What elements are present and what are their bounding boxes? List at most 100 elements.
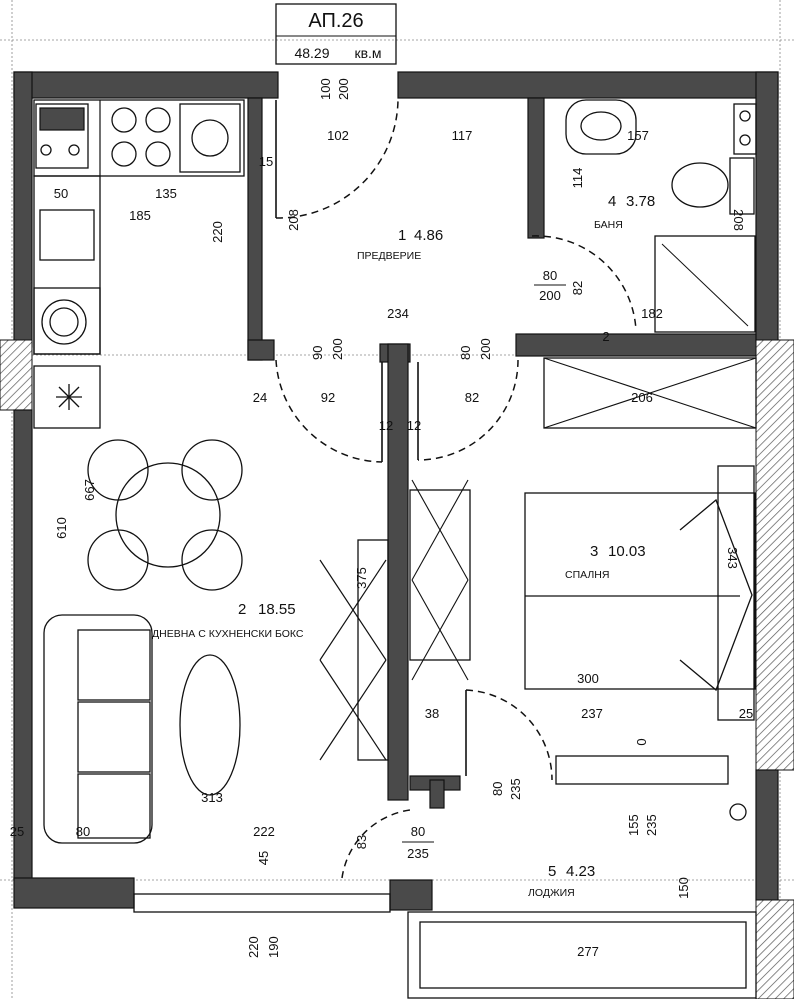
dimension-label: 237 xyxy=(581,706,603,721)
dimension-label: 206 xyxy=(631,390,653,405)
door-label-bathroom: 80 200 xyxy=(534,268,566,303)
room-number: 4 xyxy=(608,193,616,210)
dimension-label: 182 xyxy=(641,306,663,321)
door-label-living: 90 200 xyxy=(310,338,345,360)
room-area: 4.23 xyxy=(566,863,595,880)
window-label-bedroom: 155 235 xyxy=(626,814,659,836)
door-label-entrance: 100 200 xyxy=(318,78,351,100)
dimension-label: 135 xyxy=(155,186,177,201)
dimension-label: 313 xyxy=(201,790,223,805)
door-width: 90 xyxy=(310,346,325,360)
bedroom-closet xyxy=(409,479,471,681)
dimension-label: 222 xyxy=(253,824,275,839)
bed xyxy=(524,465,756,721)
dimension-label: 102 xyxy=(327,128,349,143)
wardrobe xyxy=(543,357,757,429)
dining-table xyxy=(87,439,243,591)
door-width: 80 xyxy=(543,268,557,283)
apartment-title-box: АП.26 48.29 кв.м xyxy=(275,3,397,65)
dimension-label: 92 xyxy=(321,390,335,405)
dimension-label: 157 xyxy=(627,128,649,143)
dimension-label: 25 xyxy=(10,824,24,839)
door-height: 200 xyxy=(330,338,345,360)
door-width: 100 xyxy=(318,78,333,100)
room-area: 18.55 xyxy=(258,601,296,618)
dimension-label: 0 xyxy=(634,738,649,745)
door-height: 200 xyxy=(336,78,351,100)
room-number: 5 xyxy=(548,863,556,880)
room-name: БАНЯ xyxy=(594,219,623,231)
room-label-loggia: 5 4.23 ЛОДЖИЯ xyxy=(528,863,595,899)
dimension-label: 300 xyxy=(577,671,599,686)
door-label-bedroom: 80 200 xyxy=(458,338,493,360)
dimension-label: 12 xyxy=(407,418,421,433)
door-width: 80 xyxy=(411,824,425,839)
dimension-label: 12 xyxy=(379,418,393,433)
dimension-label: 277 xyxy=(577,944,599,959)
tv-unit xyxy=(319,539,389,761)
window-height: 235 xyxy=(644,814,659,836)
dimension-label: 208 xyxy=(286,209,301,231)
dimension-label: 114 xyxy=(570,168,585,189)
dimension-label: 343 xyxy=(725,547,740,569)
apartment-unit: кв.м xyxy=(354,45,381,61)
room-label-bedroom: 3 10.03 СПАЛНЯ xyxy=(565,543,646,581)
dimension-label: 45 xyxy=(256,851,271,865)
door-label-loggia-bedroom: 80 235 xyxy=(490,778,523,800)
room-number: 2 xyxy=(238,601,246,618)
room-name: ПРЕДВЕРИЕ xyxy=(357,250,421,262)
room-name: ЛОДЖИЯ xyxy=(528,887,575,899)
door-height: 235 xyxy=(508,778,523,800)
sofa xyxy=(43,614,153,844)
dimension-label: 185 xyxy=(129,208,151,223)
kitchen-counter xyxy=(33,99,245,429)
loggia xyxy=(133,755,757,999)
dimension-label: 375 xyxy=(354,567,369,589)
room-name: СПАЛНЯ xyxy=(565,569,609,581)
dimension-label: 610 xyxy=(54,517,69,539)
window-label-living: 220 190 xyxy=(246,936,281,958)
room-name: ДНЕВНА С КУХНЕНСКИ БОКС xyxy=(152,628,304,640)
dimension-label: 82 xyxy=(465,390,479,405)
dimension-label: 38 xyxy=(425,706,439,721)
door-width: 80 xyxy=(458,346,473,360)
bathroom-fixtures xyxy=(565,99,757,333)
room-area: 4.86 xyxy=(414,227,443,244)
room-label-living: 2 18.55 ДНЕВНА С КУХНЕНСКИ БОКС xyxy=(152,601,304,640)
door-height: 200 xyxy=(478,338,493,360)
door-width: 80 xyxy=(490,782,505,796)
door-height: 235 xyxy=(407,846,429,861)
room-number: 1 xyxy=(398,227,406,244)
door-height: 200 xyxy=(539,288,561,303)
dimension-label: 117 xyxy=(452,128,473,143)
room-label-hall: 1 4.86 ПРЕДВЕРИЕ xyxy=(357,227,443,262)
apartment-name: АП.26 xyxy=(308,10,363,32)
dimension-label: 220 xyxy=(210,221,225,243)
window-width: 220 xyxy=(246,936,261,958)
dimension-label: 15 xyxy=(259,154,273,169)
window-width: 155 xyxy=(626,814,641,836)
dimension-label: 24 xyxy=(253,390,267,405)
dimension-label: 25 xyxy=(739,706,753,721)
window-height: 190 xyxy=(266,936,281,958)
dimension-label: 150 xyxy=(676,877,691,899)
dimensions: 102 117 157 114 15 208 50 135 185 220 23… xyxy=(10,128,753,959)
dimension-label: 208 xyxy=(731,209,746,231)
dimension-label: 2 xyxy=(602,329,609,344)
apartment-area: 48.29 xyxy=(294,45,329,61)
room-number: 3 xyxy=(590,543,598,560)
door-label-loggia-living: 80 235 xyxy=(402,824,434,861)
dimension-label: 234 xyxy=(387,306,409,321)
room-area: 10.03 xyxy=(608,543,646,560)
dimension-label: 50 xyxy=(54,186,68,201)
door-swings xyxy=(275,99,637,879)
dimension-label: 82 xyxy=(570,281,585,295)
walls xyxy=(0,71,794,999)
coffee-table xyxy=(179,654,241,796)
dimension-label: 667 xyxy=(82,479,97,501)
room-area: 3.78 xyxy=(626,193,655,210)
dimension-label: 80 xyxy=(76,824,90,839)
dimension-label: 83 xyxy=(354,835,369,849)
room-label-bathroom: 4 3.78 БАНЯ xyxy=(594,193,655,231)
